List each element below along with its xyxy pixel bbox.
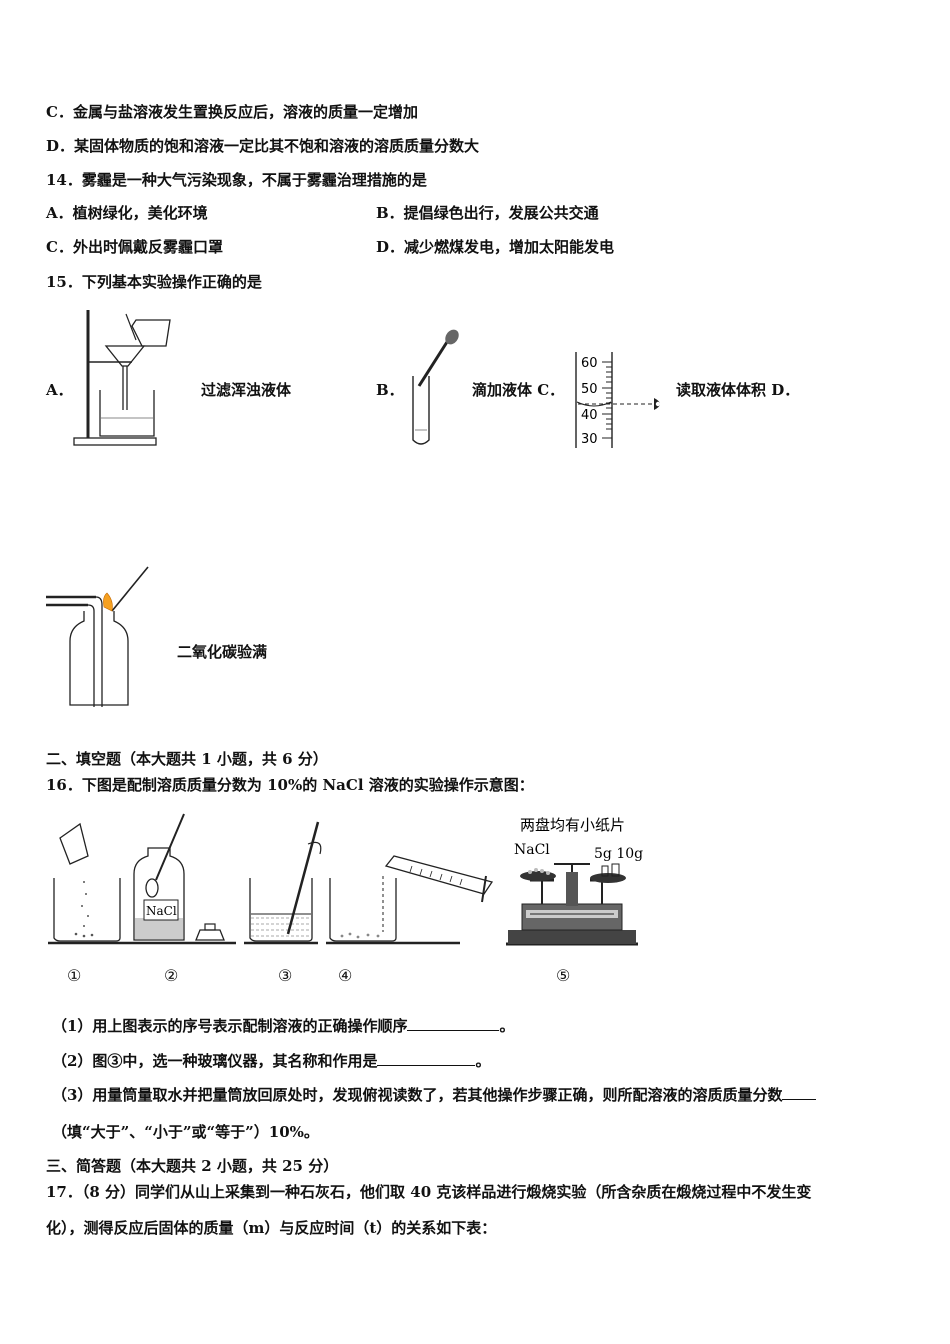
bottle-label: NaCl — [146, 904, 177, 918]
q16-sub1-blank[interactable] — [407, 1016, 500, 1031]
cylinder-tick-40: 40 — [581, 408, 598, 423]
cylinder-tick-50: 50 — [581, 382, 598, 397]
fig-number-3: ③ — [278, 966, 293, 985]
cylinder-tick-60: 60 — [581, 356, 598, 371]
q15-option-a-caption: 过滤浑浊液体 — [201, 381, 292, 399]
q17-line2: 化），测得反应后固体的质量（m）与反应时间（t）的关系如下表： — [46, 1219, 497, 1237]
q17-line1: 17．（8 分）同学们从山上采集到一种石灰石，他们取 40 克该样品进行煅烧实验… — [46, 1183, 812, 1201]
q16-sub2-blank[interactable] — [377, 1051, 476, 1066]
section2-title: 二、填空题（本大题共 1 小题，共 6 分） — [46, 750, 328, 768]
q14-option-a: A．植树绿化，美化环境 — [46, 204, 208, 222]
q16-sub3-continued: （填“大于”、“小于”或“等于”）10%。 — [52, 1123, 319, 1141]
q14-option-c: C．外出时佩戴反雾霾口罩 — [46, 238, 223, 256]
q16-sub3-blank[interactable] — [782, 1085, 817, 1100]
fig-number-2: ② — [164, 966, 179, 985]
dropper-test-tube-figure — [412, 329, 459, 445]
q15-stem: 15．下列基本实验操作正确的是 — [46, 273, 262, 291]
q16-stem: 16．下图是配制溶质质量分数为 10%的 NaCl 溶液的实验操作示意图： — [46, 776, 534, 794]
q14-option-b: B．提倡绿色出行，发展公共交通 — [376, 204, 599, 222]
q16-sub1-text: （1）用上图表示的序号表示配制溶液的正确操作顺序 — [52, 1017, 408, 1035]
q16-sub2-text: （2）图③中，选一种玻璃仪器，其名称和作用是 — [52, 1052, 378, 1070]
q16-sub3-text: （3）用量筒量取水并把量筒放回原处时，发现俯视读数了，若其他操作步骤正确，则所配… — [52, 1086, 783, 1104]
q16-sub1-end: 。 — [499, 1017, 515, 1035]
q14-option-d: D．减少燃煤发电，增加太阳能发电 — [376, 238, 615, 256]
q16-sub2-end: 。 — [475, 1052, 491, 1070]
section3-title: 三、简答题（本大题共 2 小题，共 25 分） — [46, 1157, 339, 1175]
balance-note: 两盘均有小纸片 — [520, 816, 625, 834]
q14-stem: 14．雾霾是一种大气污染现象，不属于雾霾治理措施的是 — [46, 171, 427, 189]
fig-number-1: ① — [67, 966, 82, 985]
co2-test-figure — [46, 566, 149, 707]
q16-sub1: （1）用上图表示的序号表示配制溶液的正确操作顺序 。 — [52, 1016, 514, 1036]
nacl-preparation-figure: NaCl 两盘均有小纸片 NaCl 5g 10g — [48, 813, 643, 946]
q13-option-c: C．金属与盐溶液发生置换反应后，溶液的质量一定增加 — [46, 103, 418, 121]
q16-sub2: （2）图③中，选一种玻璃仪器，其名称和作用是 。 — [52, 1051, 490, 1071]
filtration-figure — [73, 310, 171, 446]
q13-option-d: D．某固体物质的饱和溶液一定比其不饱和溶液的溶质质量分数大 — [46, 137, 480, 155]
fig-number-5: ⑤ — [556, 966, 571, 985]
q15-option-c-caption: 读取液体体积 D． — [676, 381, 800, 399]
q15-option-b-caption: 滴加液体 C． — [472, 381, 565, 399]
q15-option-b-letter: B． — [376, 381, 404, 399]
q16-sub3: （3）用量筒量取水并把量筒放回原处时，发现俯视读数了，若其他操作步骤正确，则所配… — [52, 1085, 817, 1105]
q15-option-a-letter: A． — [46, 381, 73, 399]
fig-number-4: ④ — [338, 966, 353, 985]
q15-option-d-caption: 二氧化碳验满 — [177, 643, 268, 661]
graduated-cylinder-figure: 60 50 40 30 — [575, 352, 661, 448]
cylinder-tick-30: 30 — [581, 432, 598, 447]
balance-nacl-label: NaCl — [514, 842, 550, 858]
balance-weights-label: 5g 10g — [594, 846, 643, 862]
